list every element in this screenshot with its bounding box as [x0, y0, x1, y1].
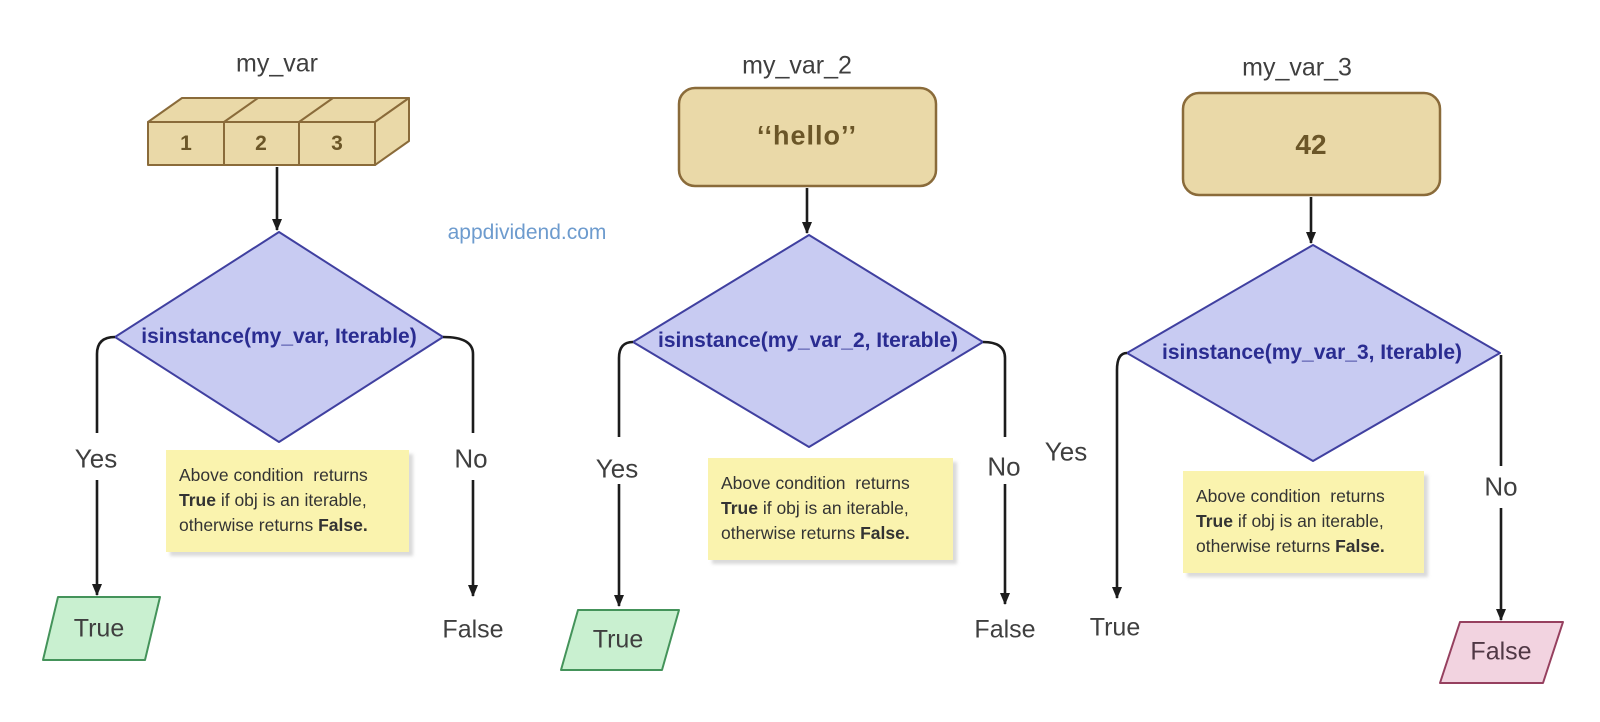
- array-box-cell-dividers: [223, 97, 334, 165]
- value-box-2: [677, 86, 938, 188]
- no-label-3: No: [1484, 471, 1518, 502]
- true-result-3: True: [1089, 613, 1141, 642]
- no-line-upper-2: [982, 340, 1007, 437]
- yes-line-3: [1112, 351, 1128, 599]
- false-result-3: False: [1470, 637, 1532, 666]
- array-cell-1: 1: [180, 132, 192, 155]
- column-2-title: my_var_2: [742, 51, 852, 80]
- value-text-3: 42: [1295, 129, 1327, 160]
- watermark-text: appdividend.com: [447, 221, 607, 244]
- condition-label-3: isinstance(my_var_3, Iterable): [1162, 341, 1462, 364]
- false-result-2: False: [974, 615, 1036, 644]
- false-result-1: False: [442, 615, 504, 644]
- value-box-3: [1181, 91, 1442, 197]
- diamond-shape-1: [114, 231, 444, 443]
- yes-label-1: Yes: [74, 443, 118, 474]
- no-label-1: No: [454, 443, 488, 474]
- yes-line-upper-2: [617, 340, 634, 437]
- column-1-title: my_var: [236, 49, 318, 78]
- true-result-1: True: [73, 614, 125, 643]
- false-parallelogram-3: [1439, 621, 1564, 684]
- array-box-top-face: [147, 97, 410, 123]
- yes-label-3: Yes: [1044, 436, 1088, 467]
- value-text-2: ‘‘hello’’: [756, 120, 858, 151]
- true-result-2: True: [592, 625, 644, 654]
- diamond-shape-3: [1126, 244, 1501, 462]
- diamond-shape-2: [632, 234, 984, 448]
- condition-label-2: isinstance(my_var_2, Iterable): [658, 329, 958, 352]
- true-parallelogram-1: [42, 596, 161, 661]
- condition-label-1: isinstance(my_var, Iterable): [141, 325, 417, 348]
- array-cell-3: 3: [331, 132, 343, 155]
- yes-line-upper-1: [95, 335, 116, 433]
- no-label-2: No: [987, 451, 1021, 482]
- true-parallelogram-2: [560, 609, 680, 671]
- array-cell-2: 2: [255, 132, 267, 155]
- no-line-upper-1: [442, 335, 475, 433]
- column-3-title: my_var_3: [1242, 53, 1352, 82]
- yes-label-2: Yes: [595, 453, 639, 484]
